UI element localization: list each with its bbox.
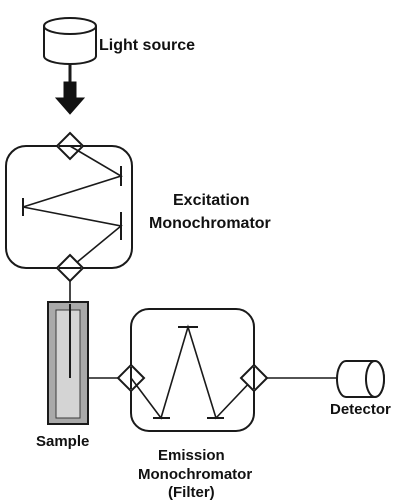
detector-cylinder — [336, 360, 385, 398]
excitation-exit-slit — [55, 253, 85, 283]
sample-label: Sample — [36, 433, 89, 450]
emission-label-line3: (Filter) — [168, 484, 215, 501]
emission-light-path — [130, 324, 255, 420]
sample-cuvette — [47, 301, 89, 425]
light-arrow-icon — [54, 81, 86, 115]
emission-label-line1: Emission — [158, 447, 225, 464]
detector-label: Detector — [330, 401, 391, 418]
excitation-label-line2: Monochromator — [149, 215, 271, 232]
light-source-cylinder — [43, 17, 97, 65]
excitation-light-path — [22, 145, 123, 269]
emission-exit-slit — [239, 363, 269, 393]
excitation-label-line1: Excitation — [173, 192, 249, 209]
light-source-label: Light source — [99, 37, 195, 54]
emission-optics — [153, 326, 224, 419]
emission-label-line2: Monochromator — [138, 466, 252, 483]
